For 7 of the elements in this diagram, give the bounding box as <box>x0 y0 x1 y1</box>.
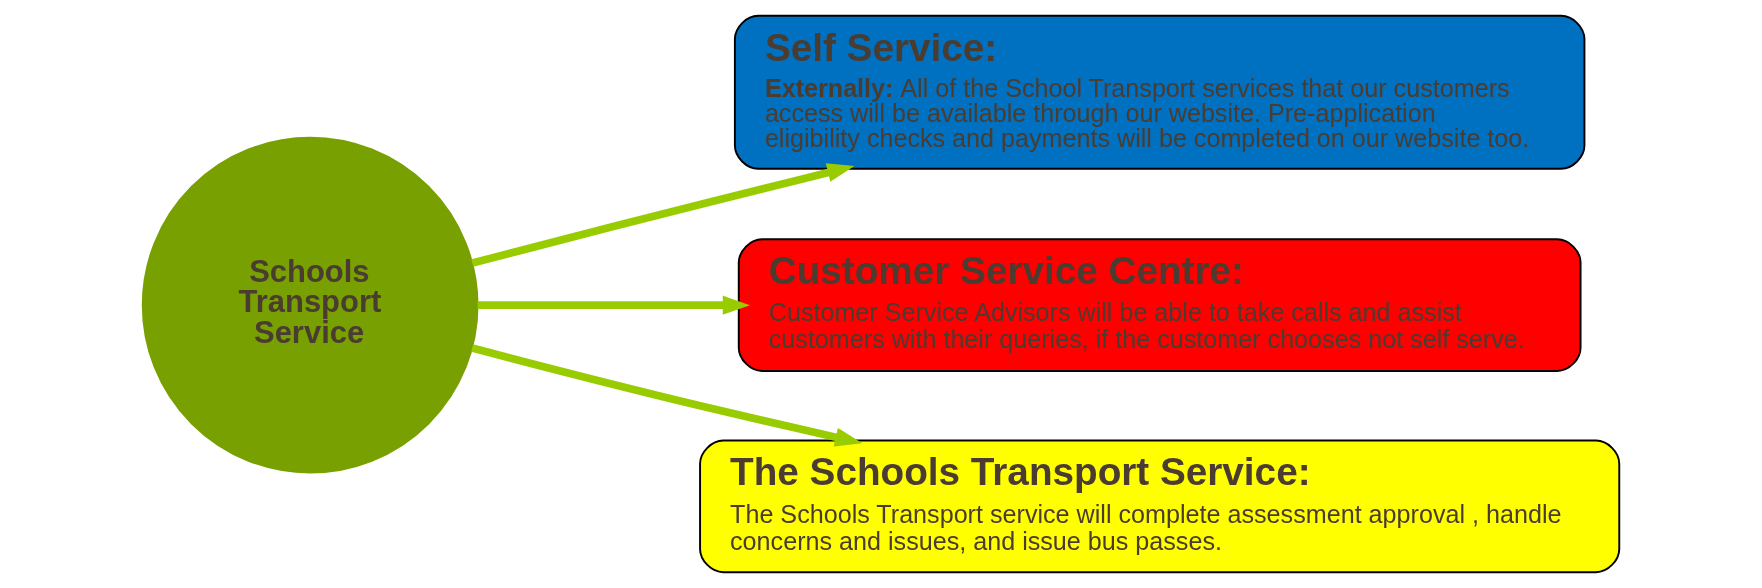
node-circle: Schools Transport Service <box>141 136 479 474</box>
arrow <box>471 163 855 267</box>
node-box: The Schools Transport Service: The Schools Transport service will complete assessment approval , handle concerns and issues, and issue bus passes. <box>699 439 1621 574</box>
node-box: Self Service: Externally: All of the School Transport services that our customers access will be available through our website. Pre-application eligibility checks and payments will be completed on our website too. <box>733 14 1586 170</box>
node-box: Customer Service Centre: Customer Service Advisors will be able to take calls and assist customers with their queries, if the customer chooses not self serve. <box>737 238 1582 372</box>
arrow <box>471 344 863 447</box>
arrow <box>477 295 750 315</box>
